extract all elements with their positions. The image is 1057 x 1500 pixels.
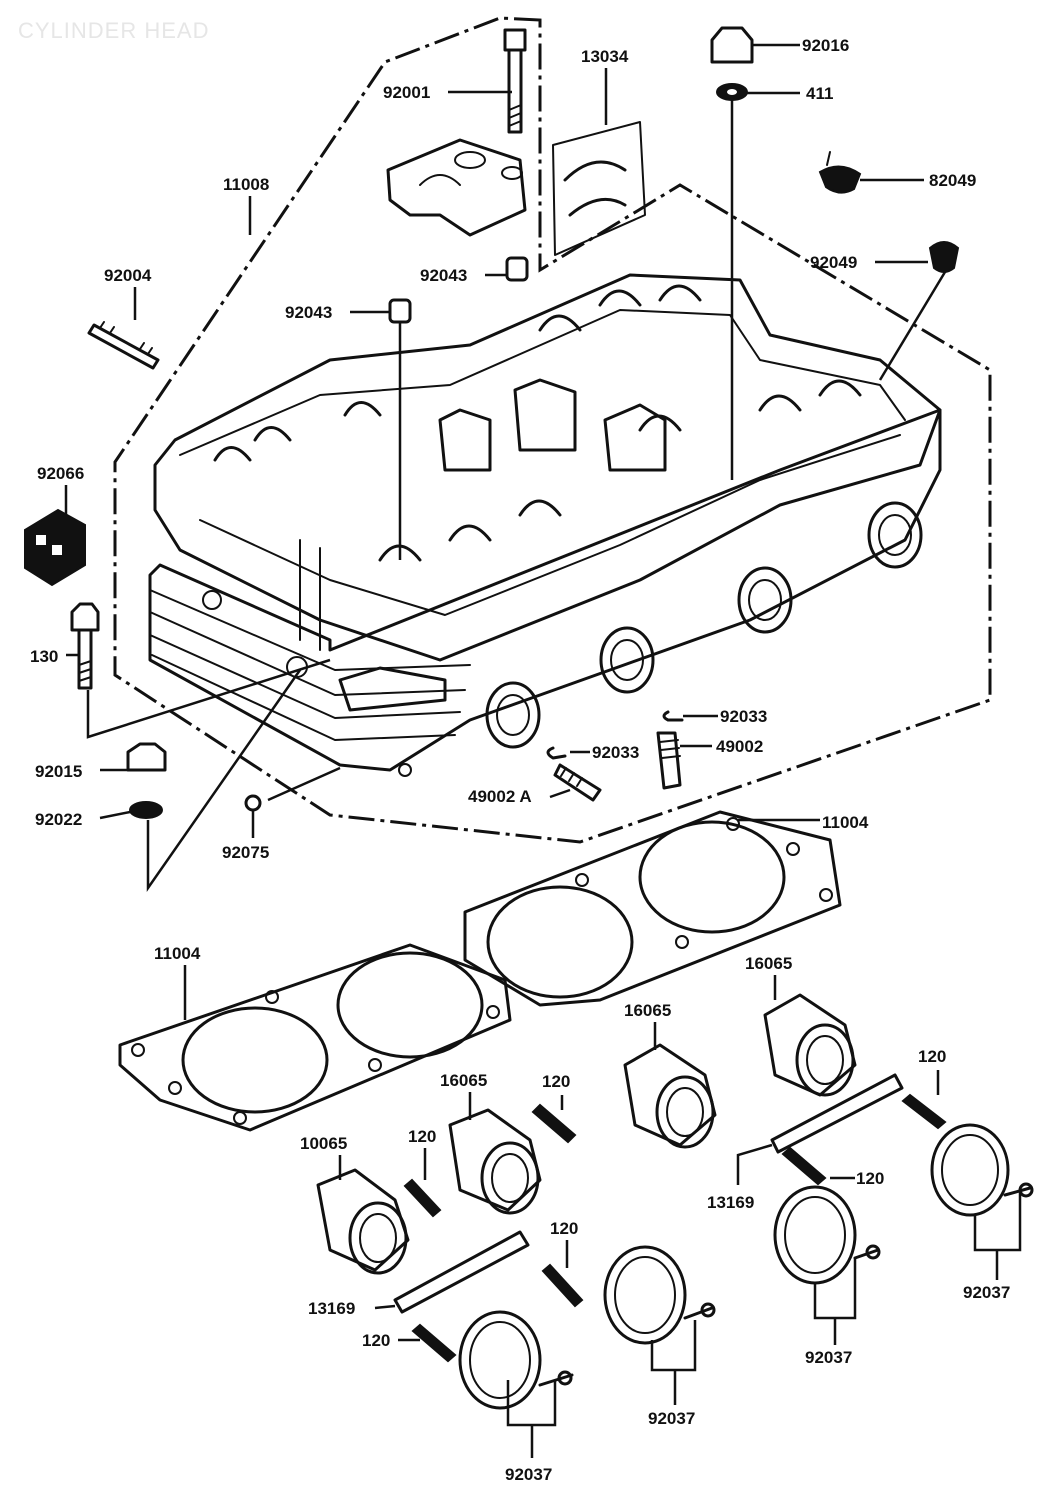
label-92043-upper: 92043 (420, 266, 467, 285)
label-92004: 92004 (104, 266, 152, 285)
label-92037-d: 92037 (963, 1283, 1010, 1302)
intake-ports (485, 501, 923, 749)
clamp-92037-b (603, 1245, 716, 1345)
cylinder-head (148, 273, 942, 777)
seal-82049 (818, 151, 862, 194)
holder-16065-c (623, 1043, 717, 1149)
label-49002a: 49002 A (468, 787, 532, 806)
dowel-92043-lower (388, 298, 412, 324)
plug-92075 (244, 794, 262, 812)
cam-cap (386, 138, 527, 237)
enclosure-outline (113, 16, 992, 844)
part-labels: 92001 13034 92016 411 82049 92049 11008 … (30, 36, 1010, 1484)
label-10065: 10065 (300, 1134, 347, 1153)
label-92015: 92015 (35, 762, 82, 781)
washer-92022 (129, 801, 163, 819)
label-120-b: 120 (408, 1127, 436, 1146)
label-92066: 92066 (37, 464, 84, 483)
label-92037-b: 92037 (648, 1409, 695, 1428)
holder-16065-d (763, 993, 857, 1097)
label-92037-c: 92037 (805, 1348, 852, 1367)
label-13169-left: 13169 (308, 1299, 355, 1318)
label-120-d: 120 (362, 1331, 390, 1350)
stud-92004 (87, 321, 160, 370)
label-92075: 92075 (222, 843, 269, 862)
plate-13169-a (393, 1230, 530, 1314)
clamp-92037-c (773, 1185, 881, 1285)
bolt-130 (70, 602, 100, 690)
spring-49002a (553, 763, 602, 802)
label-16065-mid: 16065 (624, 1001, 671, 1020)
label-92033-right: 92033 (720, 707, 767, 726)
clip-92033-b (546, 746, 567, 760)
leader-lines (64, 43, 1022, 1458)
label-120-c: 120 (550, 1219, 578, 1238)
label-16065-right: 16065 (745, 954, 792, 973)
head-gasket-front (118, 943, 512, 1132)
label-13169-right: 13169 (707, 1193, 754, 1212)
seal-92049 (928, 241, 960, 273)
acorn-nut-92015 (126, 742, 167, 772)
label-120-e: 120 (918, 1047, 946, 1066)
label-82049: 82049 (929, 171, 976, 190)
clip-92033-a (662, 710, 684, 722)
cam-cradles (213, 284, 862, 562)
label-11008: 11008 (223, 175, 269, 194)
label-92049: 92049 (810, 253, 857, 272)
label-92001: 92001 (383, 83, 430, 102)
label-13034: 13034 (581, 47, 629, 66)
label-92033-left: 92033 (592, 743, 639, 762)
label-130: 130 (30, 647, 58, 666)
diagram-title: CYLINDER HEAD (18, 18, 209, 43)
holder-16065-a (316, 1168, 410, 1275)
plate-13169-b (770, 1073, 904, 1154)
label-16065-left: 16065 (440, 1071, 487, 1090)
sensor-92066 (24, 508, 86, 587)
spring-49002 (656, 731, 682, 790)
head-gasket-rear (463, 810, 842, 1007)
label-120-f: 120 (856, 1169, 884, 1188)
screws-120 (403, 1093, 947, 1363)
clamp-92037-a (458, 1310, 574, 1410)
label-11004-rear: 11004 (822, 813, 869, 832)
label-411: 411 (806, 84, 833, 103)
label-92043-lower: 92043 (285, 303, 332, 322)
label-49002: 49002 (716, 737, 763, 756)
label-92016: 92016 (802, 36, 849, 55)
holder-16065-b (448, 1108, 542, 1215)
label-120-a: 120 (542, 1072, 570, 1091)
label-11004-front: 11004 (154, 944, 201, 963)
label-92037-a: 92037 (505, 1465, 552, 1484)
label-92022: 92022 (35, 810, 82, 829)
bolt-92001 (503, 28, 527, 134)
clamp-92037-d (930, 1123, 1034, 1217)
cam-bearing-13034 (552, 121, 646, 256)
cap-nut-92016 (710, 26, 754, 101)
dowel-92043-upper (505, 256, 529, 282)
